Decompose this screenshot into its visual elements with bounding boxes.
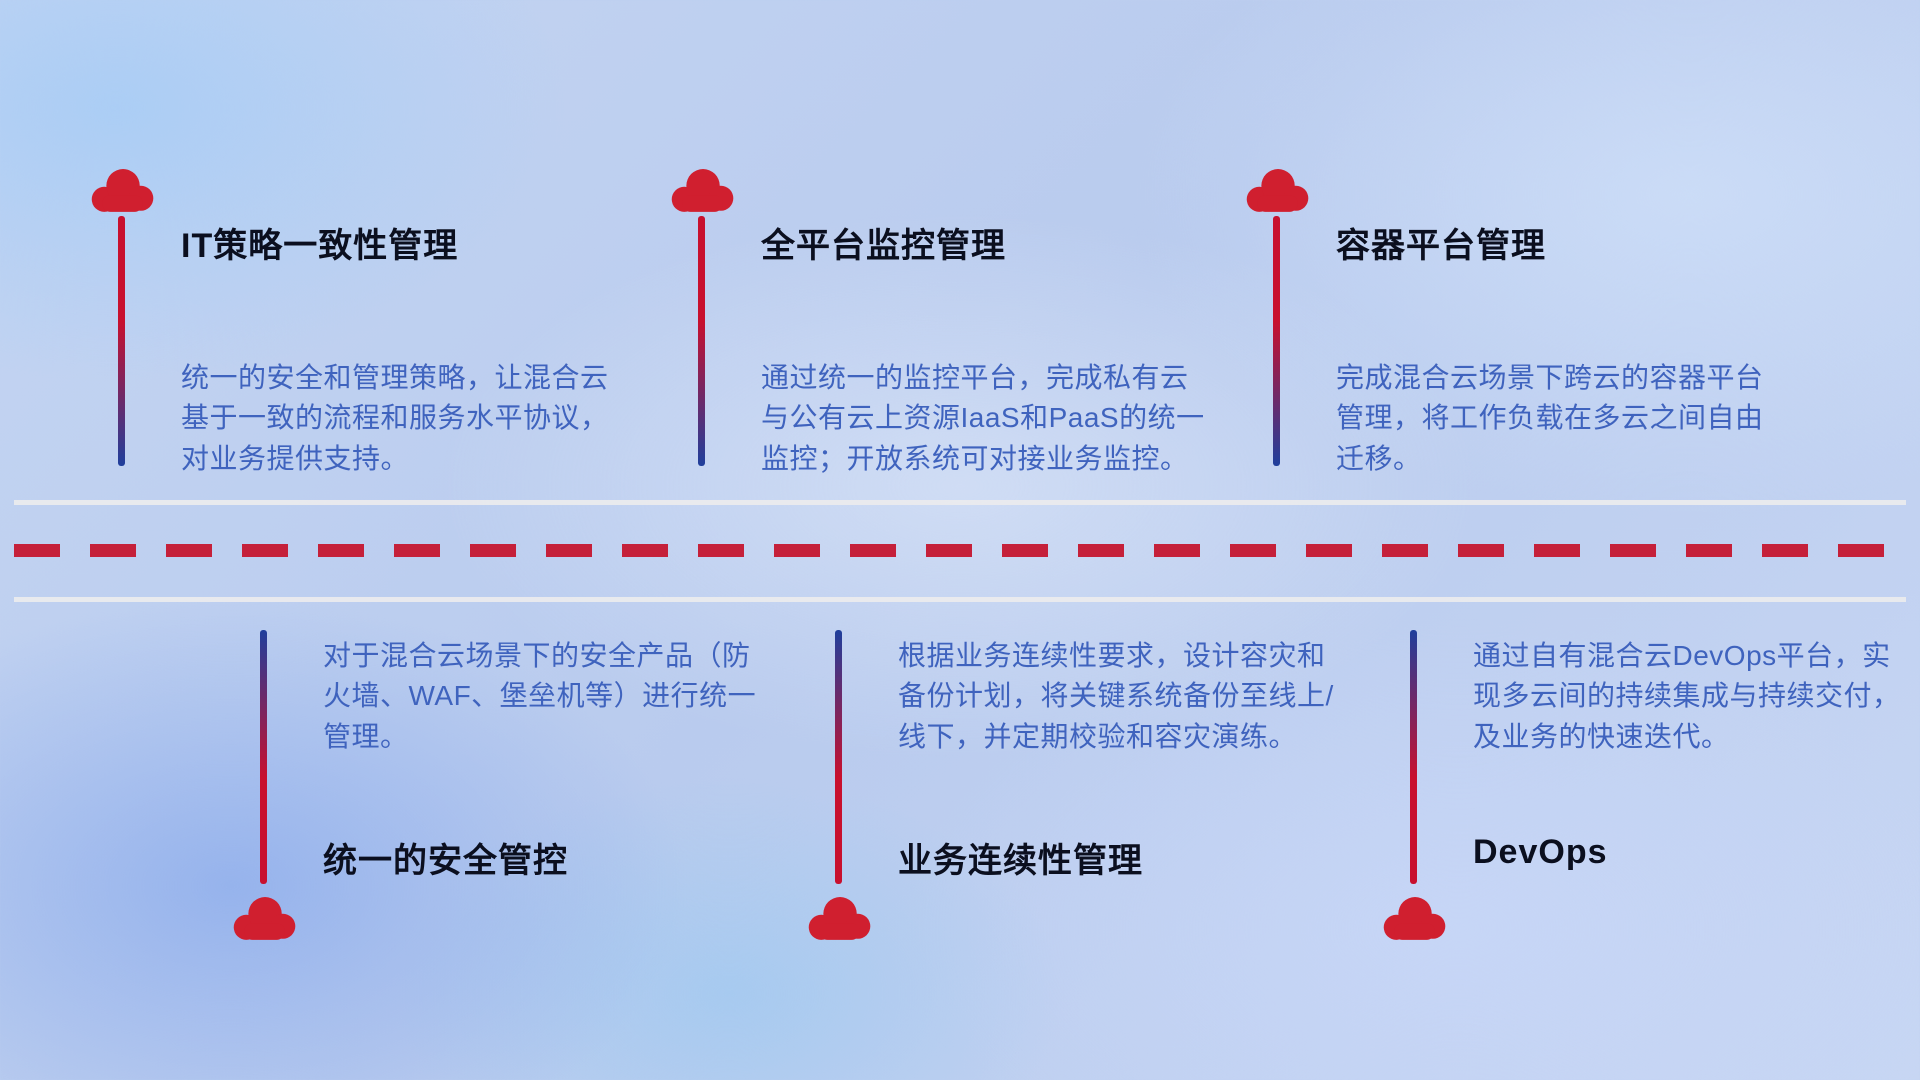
timeline-dashed-line [14,544,1906,557]
timeline-connector [118,216,125,466]
feature-title: DevOps [1473,833,1608,871]
cloud-icon [1243,168,1311,216]
timeline-connector [1273,216,1280,466]
feature-description: 统一的安全和管理策略，让混合云基于一致的流程和服务水平协议，对业务提供支持。 [181,362,609,474]
feature-title: 容器平台管理 [1336,227,1546,265]
feature-description: 完成混合云场景下跨云的容器平台管理，将工作负载在多云之间自由迁移。 [1336,362,1764,474]
cloud-icon [1380,896,1448,944]
feature-item-monitoring: 全平台监控管理 通过统一的监控平台，完成私有云与公有云上资源IaaS和PaaS的… [668,168,1228,498]
feature-item-business-continuity: 根据业务连续性要求，设计容灾和备份计划，将关键系统备份至线上/线下，并定期校验和… [805,630,1365,960]
cloud-icon [805,896,873,944]
feature-description: 根据业务连续性要求，设计容灾和备份计划，将关键系统备份至线上/线下，并定期校验和… [898,640,1334,752]
feature-item-container-platform: 容器平台管理 完成混合云场景下跨云的容器平台管理，将工作负载在多云之间自由迁移。 [1243,168,1803,498]
feature-description: 对于混合云场景下的安全产品（防火墙、WAF、堡垒机等）进行统一管理。 [323,640,757,752]
feature-title: 全平台监控管理 [761,227,1006,265]
feature-item-devops: 通过自有混合云DevOps平台，实现多云间的持续集成与持续交付，及业务的快速迭代… [1380,630,1920,960]
cloud-icon [668,168,736,216]
feature-title: 统一的安全管控 [323,842,568,880]
feature-item-it-policy: IT策略一致性管理 统一的安全和管理策略，让混合云基于一致的流程和服务水平协议，… [88,168,648,498]
feature-description: 通过自有混合云DevOps平台，实现多云间的持续集成与持续交付，及业务的快速迭代… [1473,640,1901,752]
feature-title: IT策略一致性管理 [181,227,459,265]
feature-item-security-control: 对于混合云场景下的安全产品（防火墙、WAF、堡垒机等）进行统一管理。 统一的安全… [230,630,790,960]
feature-title: 业务连续性管理 [898,842,1143,880]
timeline-connector [698,216,705,466]
timeline-connector [835,630,842,884]
feature-description: 通过统一的监控平台，完成私有云与公有云上资源IaaS和PaaS的统一监控；开放系… [761,362,1205,474]
timeline-connector [260,630,267,884]
timeline-rail-bottom [14,597,1906,602]
cloud-icon [88,168,156,216]
cloud-icon [230,896,298,944]
timeline-connector [1410,630,1417,884]
timeline-rail-top [14,500,1906,505]
